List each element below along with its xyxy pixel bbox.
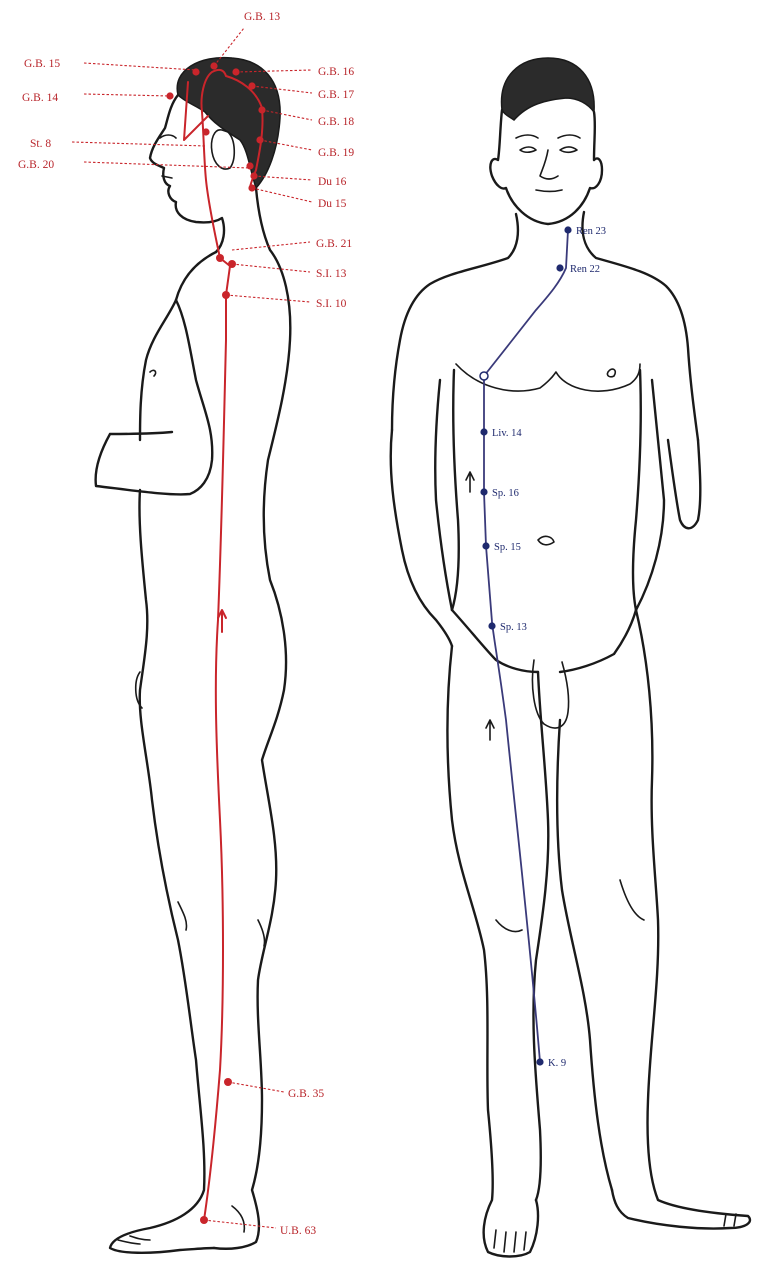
side-ankle bbox=[232, 1206, 244, 1232]
front-brow-right bbox=[558, 135, 580, 138]
point-ren23 bbox=[564, 226, 571, 233]
point-st8 bbox=[202, 128, 209, 135]
side-eye bbox=[160, 135, 176, 138]
front-hair bbox=[502, 58, 595, 120]
front-torso-right bbox=[633, 370, 641, 610]
label-sp16: Sp. 16 bbox=[492, 488, 519, 499]
front-mouth bbox=[536, 190, 562, 192]
label-sp13: Sp. 13 bbox=[500, 622, 527, 633]
side-toes bbox=[118, 1236, 150, 1244]
front-brow-left bbox=[516, 135, 538, 138]
front-head-outline bbox=[490, 110, 602, 224]
label-ren23: Ren 23 bbox=[576, 226, 606, 237]
label-si13: S.I. 13 bbox=[316, 268, 347, 280]
front-navel bbox=[538, 536, 554, 544]
side-meridian: G.B. 13 G.B. 15 G.B. 14 St. 8 G.B. 20 G.… bbox=[18, 11, 354, 1237]
side-knee bbox=[178, 902, 265, 946]
front-arrow-2 bbox=[486, 720, 494, 740]
front-leg-left-inner bbox=[533, 672, 548, 1200]
side-meridian-line bbox=[184, 70, 263, 1220]
side-arm bbox=[96, 300, 213, 494]
leader-si10 bbox=[226, 295, 310, 302]
side-nipple bbox=[150, 370, 156, 376]
front-arm-right bbox=[668, 440, 700, 528]
leader-si13 bbox=[232, 264, 310, 272]
front-eye-right bbox=[560, 147, 577, 152]
label-gb19: G.B. 19 bbox=[318, 147, 354, 159]
front-arrow-1 bbox=[466, 472, 474, 492]
label-gb35: G.B. 35 bbox=[288, 1088, 324, 1100]
leader-gb14 bbox=[84, 94, 170, 96]
front-eye-left bbox=[520, 147, 536, 152]
label-du16: Du 16 bbox=[318, 176, 347, 188]
label-gb17: G.B. 17 bbox=[318, 89, 354, 101]
label-si10: S.I. 10 bbox=[316, 298, 347, 310]
label-liv14: Liv. 14 bbox=[492, 428, 522, 439]
front-genital bbox=[532, 660, 568, 728]
leader-du15 bbox=[252, 188, 312, 202]
point-sp16 bbox=[480, 488, 487, 495]
point-sp15 bbox=[482, 542, 489, 549]
front-meridian-line bbox=[484, 230, 568, 1062]
point-gb21 bbox=[216, 254, 224, 262]
label-st8: St. 8 bbox=[30, 138, 51, 150]
point-ren22 bbox=[556, 264, 563, 271]
front-leg-left-outer bbox=[448, 646, 539, 1257]
front-nose bbox=[540, 150, 558, 179]
point-sp13 bbox=[488, 622, 495, 629]
front-arm-left bbox=[391, 430, 452, 646]
label-ub63: U.B. 63 bbox=[280, 1225, 316, 1237]
front-meridian: Ren 23 Ren 22 Liv. 14 Sp. 16 Sp. 15 Sp. … bbox=[480, 226, 606, 1069]
leader-gb35 bbox=[228, 1082, 284, 1092]
label-ren22: Ren 22 bbox=[570, 264, 600, 275]
leader-st8 bbox=[72, 142, 206, 146]
leader-gb21 bbox=[232, 242, 310, 250]
front-knee-right bbox=[620, 880, 644, 920]
front-knee-left bbox=[496, 920, 522, 932]
label-gb15: G.B. 15 bbox=[24, 58, 60, 70]
label-k9: K. 9 bbox=[548, 1058, 566, 1069]
leader-ub63 bbox=[204, 1220, 276, 1228]
label-gb20: G.B. 20 bbox=[18, 159, 54, 171]
label-du15: Du 15 bbox=[318, 198, 347, 210]
point-front-chest bbox=[480, 372, 488, 380]
front-nipple-right bbox=[607, 369, 615, 377]
front-toes-left bbox=[494, 1230, 526, 1252]
label-gb13: G.B. 13 bbox=[244, 11, 280, 23]
label-gb18: G.B. 18 bbox=[318, 116, 354, 128]
front-pelvis bbox=[452, 610, 636, 672]
label-gb14: G.B. 14 bbox=[22, 92, 58, 104]
front-leg-right-outer bbox=[612, 610, 750, 1229]
point-gb20 bbox=[246, 162, 253, 169]
label-gb16: G.B. 16 bbox=[318, 66, 354, 78]
side-figure bbox=[96, 58, 291, 1253]
side-front-outline bbox=[110, 252, 216, 1253]
front-figure bbox=[391, 58, 750, 1257]
point-liv14 bbox=[480, 428, 487, 435]
leader-gb20 bbox=[84, 162, 250, 168]
side-ear bbox=[211, 130, 234, 169]
label-gb21: G.B. 21 bbox=[316, 238, 352, 250]
leader-gb15 bbox=[84, 63, 196, 70]
front-torso-left bbox=[452, 370, 459, 610]
front-leg-right-inner bbox=[557, 720, 612, 1190]
front-arm-left-inner bbox=[435, 380, 452, 610]
label-sp15: Sp. 15 bbox=[494, 542, 521, 553]
point-k9 bbox=[536, 1058, 543, 1065]
